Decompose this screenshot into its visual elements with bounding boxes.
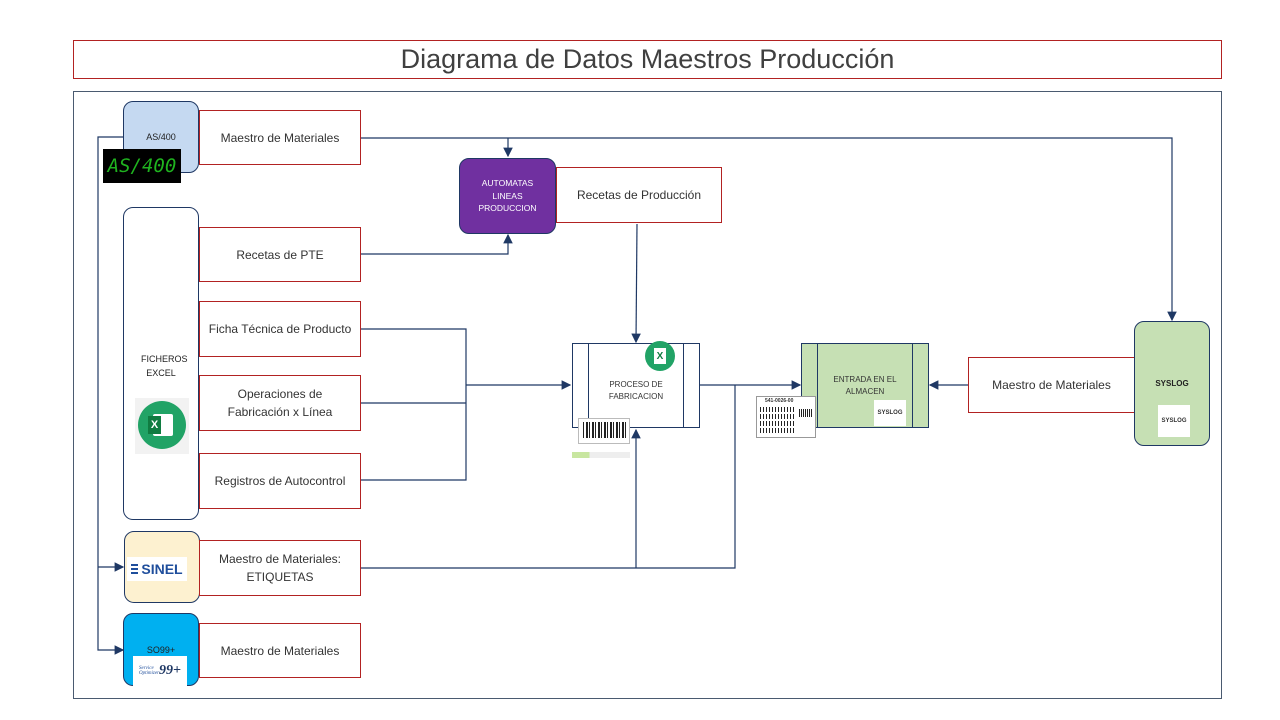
- proceso-label: PROCESO DE FABRICACION: [608, 380, 664, 401]
- ficha-tecnica-box: Ficha Técnica de Producto: [199, 301, 361, 357]
- excel-label: FICHEROS EXCEL: [141, 354, 188, 379]
- automatas-system: AUTOMATAS LINEAS PRODUCCION: [459, 158, 556, 234]
- sinel-line: [361, 385, 736, 569]
- almacen-syslog-logo: SYSLOG: [874, 400, 906, 426]
- recetas-to-proceso-arrow: [631, 223, 641, 344]
- diagram-frame: [73, 91, 1222, 699]
- shipping-label-icon: 541-0026-00: [756, 396, 816, 438]
- so99-logo-big: 99+: [159, 663, 181, 678]
- syslog-label: SYSLOG: [1155, 379, 1189, 388]
- maestro-syslog-box: Maestro de Materiales: [968, 357, 1135, 413]
- pte-to-automatas-arrow: [361, 233, 513, 255]
- bus-to-so99-arrow: [97, 567, 125, 655]
- automatas-label: AUTOMATAS LINEAS PRODUCCION: [478, 177, 537, 214]
- excel-icon: X: [135, 398, 189, 454]
- diagram-title: Diagrama de Datos Maestros Producción: [73, 40, 1222, 79]
- so99-logo: Service Optimizer 99+: [133, 656, 187, 686]
- proceso-excel-icon: X: [645, 341, 675, 371]
- barcode-label-icon: [578, 418, 630, 444]
- barcode-stripe-icon: [572, 452, 630, 458]
- registros-box: Registros de Autocontrol: [199, 453, 361, 509]
- as400-bus-line: [97, 136, 124, 567]
- excel-system: FICHEROS EXCEL: [123, 207, 199, 520]
- maestro-to-syslog-arrow: [361, 137, 1177, 322]
- shipping-label-code: 541-0026-00: [765, 398, 794, 404]
- maestro-sinel-box: Maestro de Materiales: ETIQUETAS: [199, 540, 361, 596]
- sinel-logo: SINEL: [127, 557, 187, 581]
- almacen-label: ENTRADA EN EL ALMACEN: [833, 375, 897, 396]
- excel-bracket-line: [361, 328, 467, 481]
- operaciones-box: Operaciones de Fabricación x Línea: [199, 375, 361, 431]
- so99-label: SO99+: [146, 645, 176, 655]
- so99-logo-small: Service Optimizer: [139, 665, 159, 677]
- maestro-so99-box: Maestro de Materiales: [199, 623, 361, 678]
- maestro-as400-box: Maestro de Materiales: [199, 110, 361, 165]
- as400-logo: AS/400: [103, 149, 181, 183]
- recetas-produccion-box: Recetas de Producción: [556, 167, 722, 223]
- recetas-pte-box: Recetas de PTE: [199, 227, 361, 282]
- syslog-logo: SYSLOG: [1158, 405, 1190, 437]
- entrada-almacen: ENTRADA EN EL ALMACEN: [801, 343, 929, 428]
- as400-label: AS/400: [146, 132, 176, 142]
- proceso-fabricacion: PROCESO DE FABRICACION: [572, 343, 700, 428]
- sinel-logo-text: SINEL: [141, 561, 183, 577]
